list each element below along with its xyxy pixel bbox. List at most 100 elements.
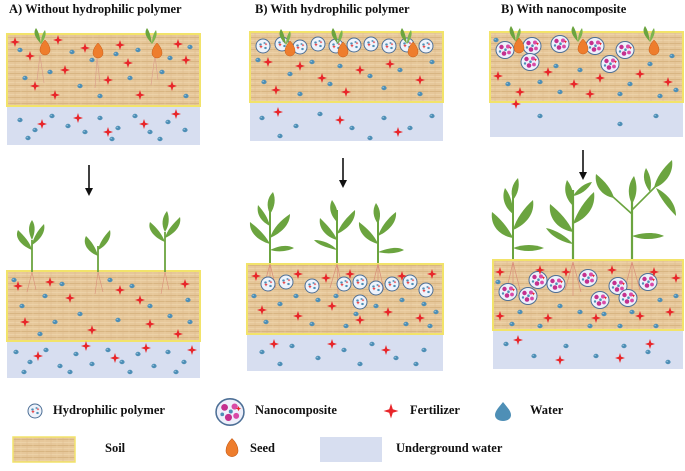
water-drop-icon xyxy=(309,60,314,64)
nanocomposite-icon xyxy=(499,284,517,301)
water-drop-icon xyxy=(673,88,678,92)
water-drop-icon xyxy=(293,124,298,128)
water-drop-icon xyxy=(653,114,658,118)
water-drop-icon xyxy=(115,126,120,130)
water-drop-icon xyxy=(349,126,354,130)
water-drop-icon xyxy=(537,324,542,328)
legend-seed-icon xyxy=(226,439,238,457)
water-drop-icon xyxy=(157,137,162,141)
legend-label-hydrophilic-polymer: Hydrophilic polymer xyxy=(53,403,165,418)
water-drop-icon xyxy=(289,344,294,348)
water-drop-icon xyxy=(22,76,27,80)
water-drop-icon xyxy=(167,314,172,318)
water-drop-icon xyxy=(421,302,426,306)
water-drop-icon xyxy=(297,92,302,96)
water-drop-icon xyxy=(67,370,72,374)
panel-b-bottom-plants xyxy=(250,192,404,263)
water-drop-icon xyxy=(537,80,542,84)
water-drop-icon xyxy=(47,70,52,74)
panel-b-bottom-soil xyxy=(247,264,443,334)
water-drop-icon xyxy=(537,114,542,118)
water-drop-icon xyxy=(277,134,282,138)
nanocomposite-icon xyxy=(579,270,597,287)
water-drop-icon xyxy=(19,304,24,308)
water-drop-icon xyxy=(673,294,678,298)
water-drop-icon xyxy=(657,94,662,98)
water-drop-icon xyxy=(657,298,662,302)
water-drop-icon xyxy=(317,112,322,116)
water-drop-icon xyxy=(343,324,348,328)
panel-a-title: A) Without hydrophilic polymer xyxy=(9,2,182,17)
nanocomposite-icon xyxy=(601,56,619,73)
water-drop-icon xyxy=(427,324,432,328)
water-drop-icon xyxy=(165,350,170,354)
hydrophilic-polymer-icon xyxy=(419,283,433,297)
water-drop-icon xyxy=(159,70,164,74)
water-drop-icon xyxy=(73,352,78,356)
water-drop-icon xyxy=(173,370,178,374)
water-drop-icon xyxy=(277,302,282,306)
water-drop-icon xyxy=(57,364,62,368)
nanocomposite-icon xyxy=(521,54,539,71)
panel-a-bottom-underground-water xyxy=(7,342,200,378)
legend-hydrophilic-polymer-icon xyxy=(28,404,42,418)
water-drop-icon xyxy=(69,50,74,54)
water-drop-icon xyxy=(309,322,314,326)
water-drop-icon xyxy=(563,344,568,348)
water-drop-icon xyxy=(13,350,18,354)
water-drop-icon xyxy=(263,320,268,324)
water-drop-icon xyxy=(129,284,134,288)
water-drop-icon xyxy=(495,280,500,284)
water-drop-icon xyxy=(517,310,522,314)
hydrophilic-polymer-icon xyxy=(305,279,319,293)
water-drop-icon xyxy=(27,360,32,364)
water-drop-icon xyxy=(399,298,404,302)
water-drop-icon xyxy=(151,364,156,368)
water-drop-icon xyxy=(132,114,137,118)
water-drop-icon xyxy=(647,62,652,66)
water-drop-icon xyxy=(113,52,118,56)
legend-soil-icon xyxy=(13,437,75,462)
water-drop-icon xyxy=(259,116,264,120)
water-drop-icon xyxy=(367,136,372,140)
nanocomposite-icon xyxy=(523,38,541,55)
hydrophilic-polymer-icon xyxy=(279,275,293,289)
water-drop-icon xyxy=(669,54,674,58)
water-drop-icon xyxy=(107,278,112,282)
water-drop-icon xyxy=(653,324,658,328)
water-drop-icon xyxy=(109,137,114,141)
water-drop-icon xyxy=(333,294,338,298)
water-drop-icon xyxy=(621,344,626,348)
water-drop-icon xyxy=(433,310,438,314)
water-drop-icon xyxy=(617,122,622,126)
water-drop-icon xyxy=(417,92,422,96)
hydrophilic-polymer-icon xyxy=(337,277,351,291)
water-drop-icon xyxy=(261,80,266,84)
water-drop-icon xyxy=(381,86,386,90)
legend-label-nanocomposite: Nanocomposite xyxy=(255,403,337,418)
hydrophilic-polymer-icon xyxy=(261,277,275,291)
water-drop-icon xyxy=(277,362,282,366)
water-drop-icon xyxy=(183,94,188,98)
hydrophilic-polymer-icon xyxy=(382,39,396,53)
water-drop-icon xyxy=(393,356,398,360)
water-drop-icon xyxy=(65,124,70,128)
water-drop-icon xyxy=(353,312,358,316)
water-drop-icon xyxy=(25,136,30,140)
water-drop-icon xyxy=(187,320,192,324)
legend-label-water: Water xyxy=(530,403,563,418)
water-drop-icon xyxy=(493,38,498,42)
water-drop-icon xyxy=(251,294,256,298)
panel-b xyxy=(247,28,443,371)
legend-label-soil: Soil xyxy=(105,441,125,456)
water-drop-icon xyxy=(429,114,434,118)
water-drop-icon xyxy=(315,356,320,360)
water-drop-icon xyxy=(577,310,582,314)
panel-b-title: B) With hydrophilic polymer xyxy=(255,2,410,17)
legend-underground-water-icon xyxy=(320,437,382,462)
water-drop-icon xyxy=(397,68,402,72)
nanocomposite-icon xyxy=(586,38,604,55)
panel-b-bottom-underground-water xyxy=(247,335,443,371)
water-drop-icon xyxy=(373,304,378,308)
